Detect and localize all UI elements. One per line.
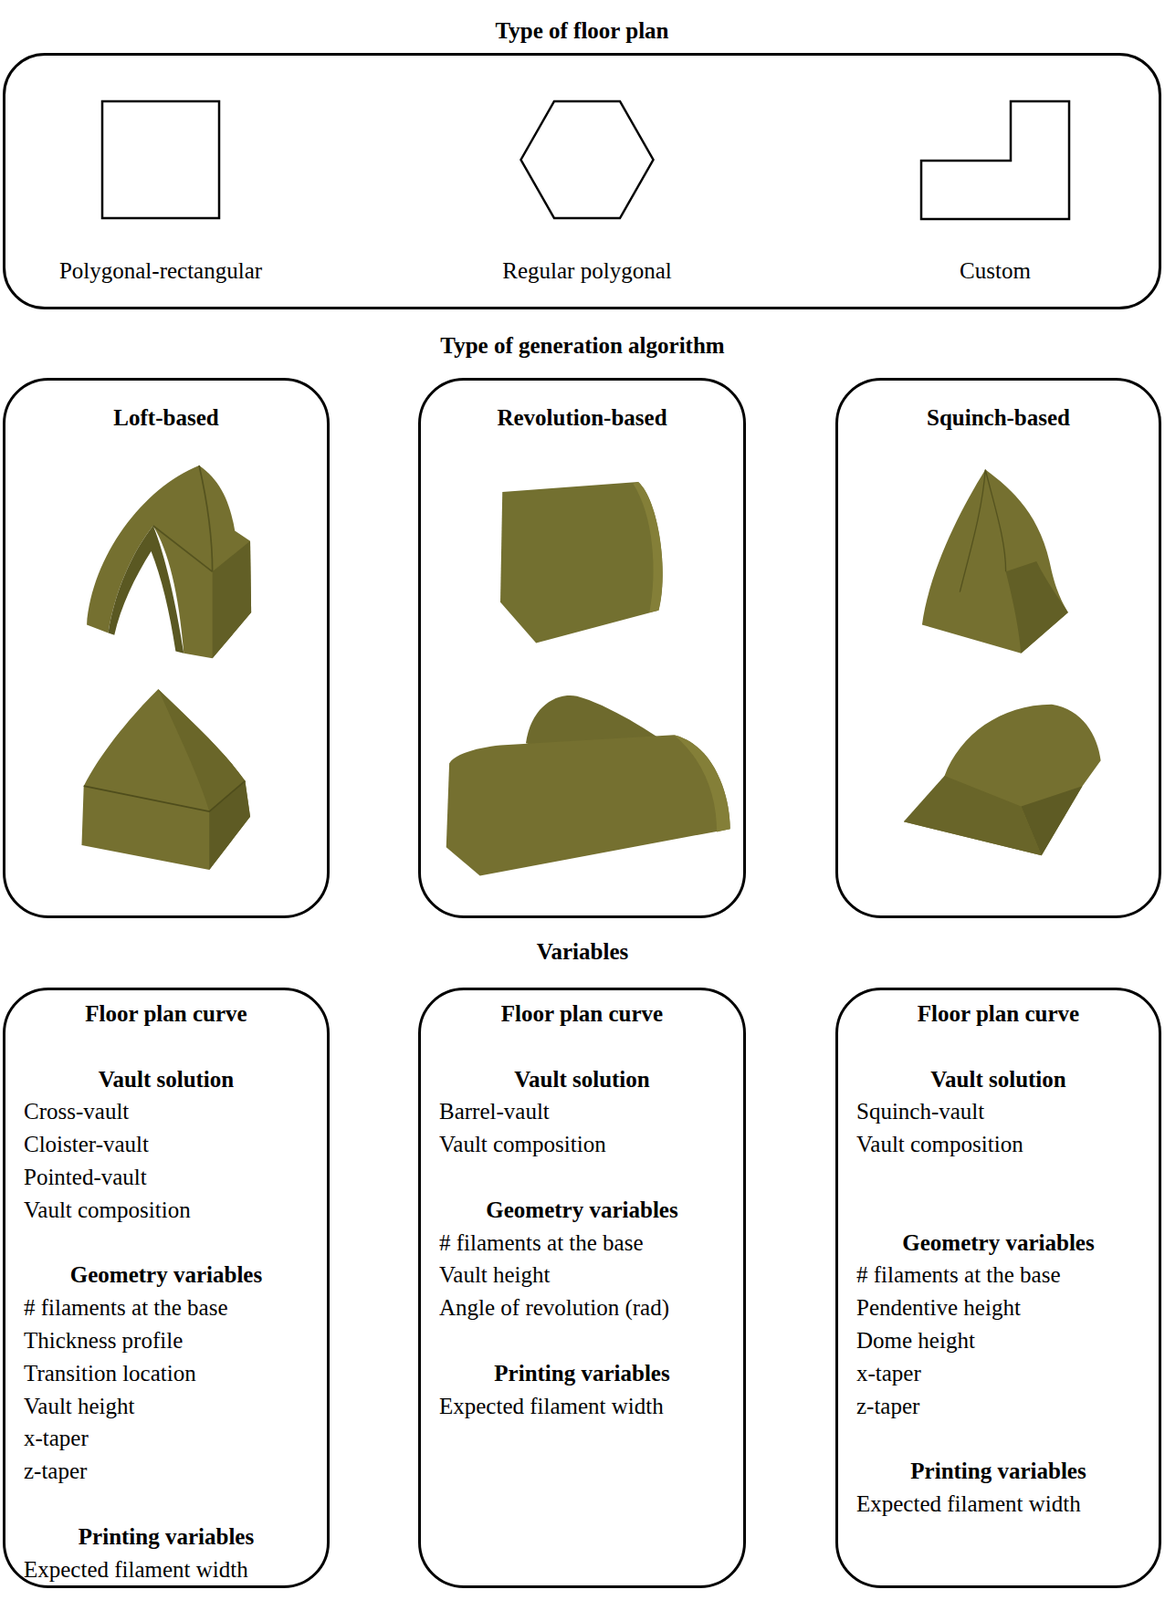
section-heading: Geometry variables (5, 1259, 327, 1291)
plan-outline-path (102, 101, 220, 219)
variable-item: Vault composition (23, 1195, 324, 1227)
section-heading: Squinch-based (838, 402, 1159, 434)
shape-caption: Custom (858, 255, 1133, 287)
vault-render (153, 465, 213, 572)
shape-caption: Regular polygonal (450, 255, 725, 287)
floor-plan-shape: Regular polygonal (450, 98, 725, 291)
variable-item: Vault height (439, 1259, 740, 1291)
plan-outline-path (921, 101, 1070, 220)
variable-item: Transition location (23, 1358, 324, 1390)
vault-render (83, 781, 246, 813)
variable-item: Thickness profile (23, 1325, 324, 1357)
section-heading: Printing variables (420, 1358, 744, 1390)
vault-render (673, 734, 731, 832)
vault-render (108, 525, 185, 654)
vault-render (903, 704, 1102, 857)
variable-item: Expected filament width (439, 1391, 740, 1423)
variable-item: # filaments at the base (439, 1227, 740, 1260)
floor-plan-shape: Polygonal-rectangular (23, 98, 298, 291)
variable-item: Barrel-vault (439, 1096, 740, 1128)
variable-item: Pendentive height (856, 1292, 1155, 1324)
plan-outline (450, 98, 725, 227)
group-heading: Variables (0, 936, 1165, 968)
vault-render (157, 689, 245, 812)
vault-render (632, 482, 662, 613)
plan-outline-path (521, 101, 654, 219)
variable-item: z-taper (23, 1456, 324, 1488)
variables-box: Floor plan curveVault solutionSquinch-va… (835, 987, 1162, 1589)
vault-render (86, 465, 252, 659)
section-heading: Floor plan curve (5, 998, 327, 1030)
floor-plan-panel: Type of floor planPolygonal-rectangularR… (2, 52, 1162, 310)
variables-box: Floor plan curveVault solutionCross-vaul… (2, 987, 330, 1589)
variable-item: Angle of revolution (rad) (439, 1292, 740, 1324)
vault-render (959, 469, 1006, 592)
variable-item: Pointed-vault (23, 1162, 324, 1194)
variable-item: Squinch-vault (856, 1096, 1155, 1128)
variable-item: Expected filament width (856, 1489, 1155, 1521)
vault-render (922, 469, 1069, 653)
variable-item: x-taper (856, 1358, 1155, 1390)
variable-item: Vault height (23, 1391, 324, 1423)
vault-render (903, 776, 1042, 856)
floor-plan-shape: Custom (858, 98, 1133, 291)
section-heading: Revolution-based (420, 402, 744, 434)
section-heading: Geometry variables (420, 1195, 744, 1227)
vault-render (446, 734, 731, 876)
vault-render (1006, 561, 1069, 654)
algorithm-box: Squinch-based (835, 377, 1162, 919)
variable-item: Cross-vault (23, 1096, 324, 1128)
vault-render (81, 689, 251, 871)
plan-outline (858, 98, 1133, 227)
algorithm-box: Loft-based (2, 377, 330, 919)
vault-render (500, 482, 663, 644)
vault-renderings (81, 465, 1101, 877)
variable-item: z-taper (856, 1391, 1155, 1423)
variable-item: # filaments at the base (856, 1259, 1155, 1291)
variables-box: Floor plan curveVault solutionBarrel-vau… (418, 987, 746, 1589)
section-heading: Type of floor plan (2, 15, 1162, 47)
variable-item: x-taper (23, 1423, 324, 1455)
group-heading: Type of generation algorithm (0, 330, 1165, 362)
variable-item: Vault composition (856, 1129, 1155, 1161)
section-heading: Vault solution (420, 1064, 744, 1096)
section-heading: Floor plan curve (420, 998, 744, 1030)
section-heading: Geometry variables (838, 1227, 1159, 1260)
plan-outline (23, 98, 298, 227)
shape-caption: Polygonal-rectangular (23, 255, 298, 287)
section-heading: Printing variables (838, 1456, 1159, 1488)
section-heading: Floor plan curve (838, 998, 1159, 1030)
section-heading: Printing variables (5, 1521, 327, 1554)
variable-item: Cloister-vault (23, 1129, 324, 1161)
vault-render (212, 541, 252, 660)
variable-item: Vault composition (439, 1129, 740, 1161)
variable-item: # filaments at the base (23, 1292, 324, 1324)
algorithm-box: Revolution-based (418, 377, 746, 919)
section-heading: Vault solution (838, 1064, 1159, 1096)
variable-item: Dome height (856, 1325, 1155, 1357)
section-heading: Loft-based (5, 402, 327, 434)
section-heading: Vault solution (5, 1064, 327, 1096)
variable-item: Expected filament width (23, 1554, 324, 1586)
